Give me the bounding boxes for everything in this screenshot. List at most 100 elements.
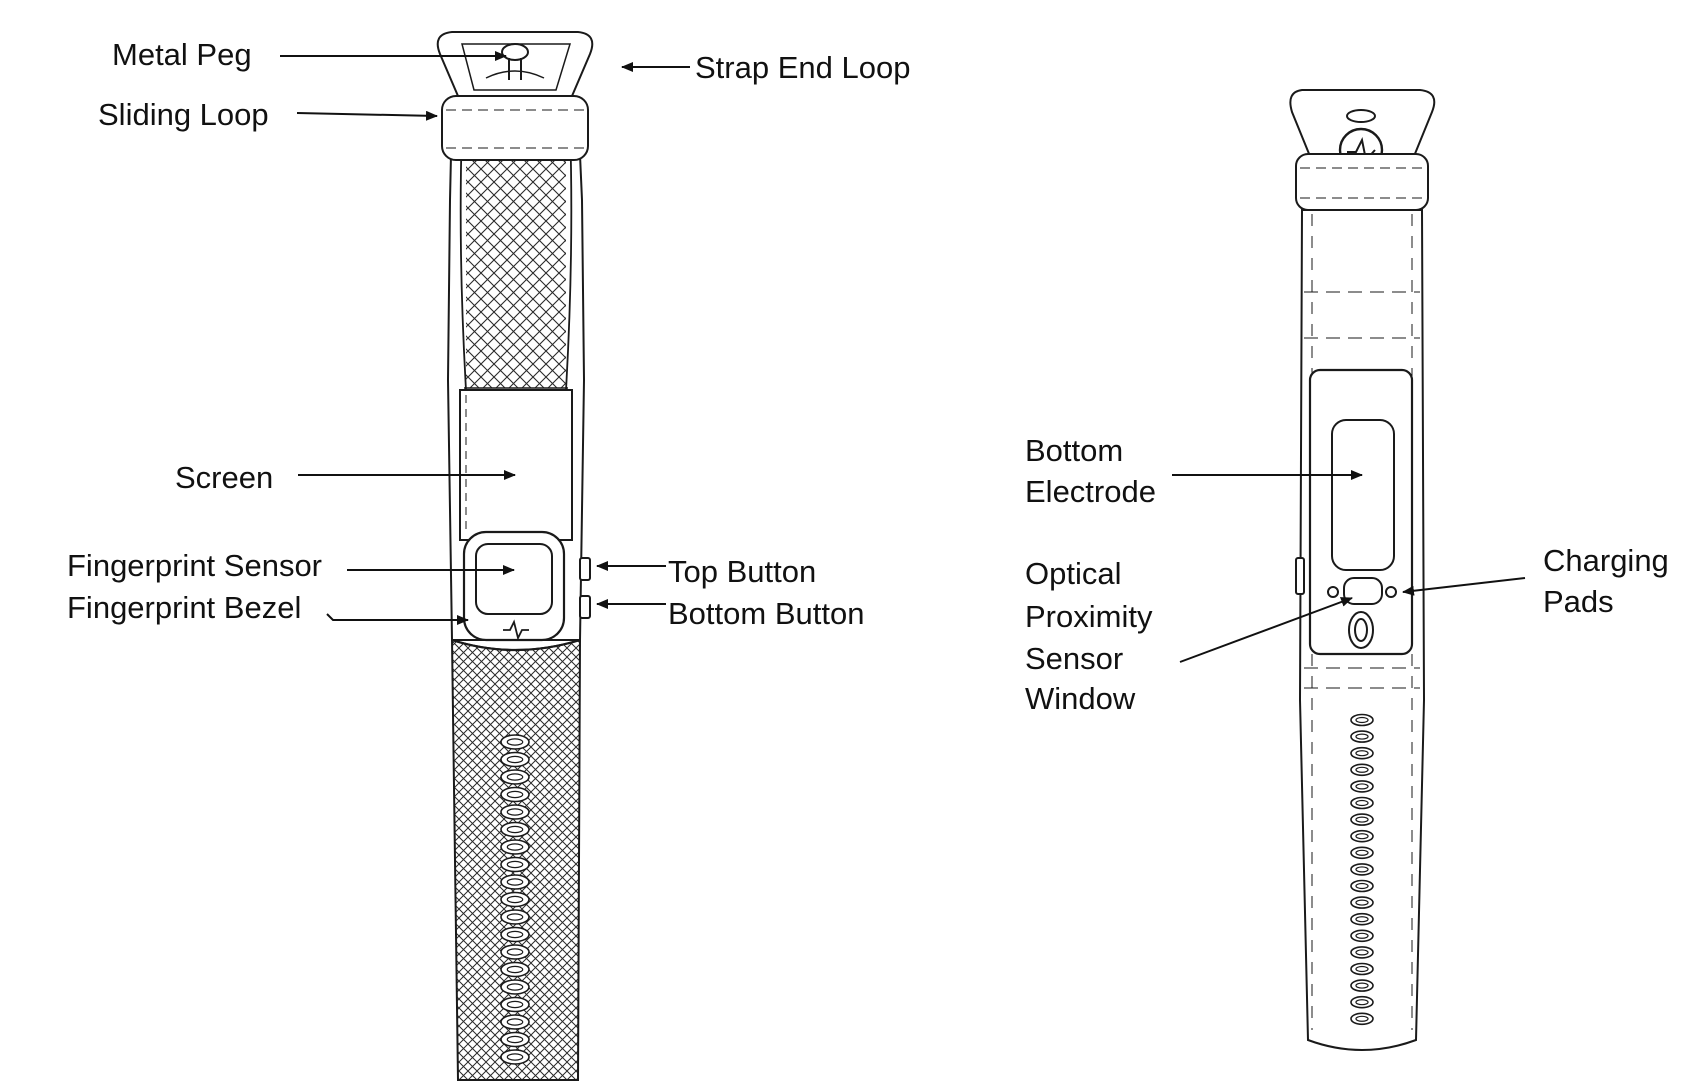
strap-hole-inner xyxy=(506,930,524,939)
strap-hole-inner xyxy=(506,738,524,746)
strap-hole-inner xyxy=(1355,733,1369,740)
leader-lines xyxy=(280,51,1526,663)
strap-hole-inner xyxy=(1355,999,1369,1006)
strap-hole xyxy=(500,874,530,890)
strap-hole-inner xyxy=(1355,949,1369,956)
strap-hole-inner xyxy=(506,790,524,799)
strap-hole-inner xyxy=(1355,965,1369,973)
strap-hole-inner xyxy=(1355,716,1369,724)
strap-hole xyxy=(500,1049,530,1065)
label-bottom-electrode-line-2: Electrode xyxy=(1025,474,1156,509)
strap-hole xyxy=(1350,796,1374,810)
strap-hole-inner xyxy=(506,843,524,851)
strap-hole-inner xyxy=(506,895,524,904)
leader-sliding-loop xyxy=(296,110,438,121)
strap-hole-inner xyxy=(506,948,524,956)
label-sliding-loop: Sliding Loop xyxy=(98,97,269,132)
strap-hole-inner xyxy=(1355,783,1369,790)
strap-hole-inner xyxy=(506,1053,524,1061)
strap-hole-inner xyxy=(1355,932,1369,939)
strap-hole xyxy=(1350,780,1374,793)
label-optical-sensor-line-1: Optical xyxy=(1025,556,1122,591)
strap-hole xyxy=(500,979,530,995)
bottom-electrode-shape xyxy=(1331,419,1395,571)
strap-hole xyxy=(1350,730,1374,743)
fingerprint-sensor-shape xyxy=(475,543,553,615)
strap-hole xyxy=(500,909,530,925)
screen-shape xyxy=(459,389,573,541)
back-view xyxy=(1289,89,1436,1051)
charging-pad-right xyxy=(1385,586,1397,598)
front-strap-holes xyxy=(500,734,530,1065)
strap-hole xyxy=(500,769,530,785)
strap-hole xyxy=(1350,995,1374,1009)
optical-sensor-window-shape xyxy=(1343,577,1383,605)
strap-hole xyxy=(500,1031,530,1048)
strap-hole xyxy=(500,821,530,838)
strap-hole-inner xyxy=(506,755,524,764)
label-bottom-button: Bottom Button xyxy=(668,596,865,631)
strap-hole-inner xyxy=(506,878,524,886)
strap-hole-inner xyxy=(1355,849,1369,856)
strap-hole-inner xyxy=(506,1000,524,1009)
metal-peg-shape xyxy=(501,43,529,61)
strap-hole xyxy=(500,839,530,855)
strap-hole xyxy=(1350,879,1374,893)
strap-hole xyxy=(1350,929,1374,943)
strap-hole xyxy=(1350,1012,1374,1026)
strap-hole xyxy=(500,1014,530,1030)
back-strap-holes xyxy=(1350,713,1374,1026)
strap-hole xyxy=(500,786,530,803)
strap-hole xyxy=(1350,912,1374,926)
sliding-loop-shape xyxy=(441,95,589,161)
strap-hole-inner xyxy=(506,1035,524,1044)
strap-hole-inner xyxy=(506,773,524,781)
charging-pad-left xyxy=(1327,586,1339,598)
top-button-shape xyxy=(579,557,591,581)
label-charging-pads-line-2: Pads xyxy=(1543,584,1614,619)
label-charging-pads-line-1: Charging xyxy=(1543,543,1669,578)
strap-hole-inner xyxy=(1355,833,1369,840)
label-top-button: Top Button xyxy=(668,554,817,589)
strap-hole xyxy=(500,734,530,750)
strap-hole xyxy=(1350,946,1374,959)
strap-hole xyxy=(1350,846,1374,860)
strap-hole-inner xyxy=(506,983,524,991)
strap-hole-inner xyxy=(1355,1015,1369,1022)
strap-hole-inner xyxy=(506,825,524,834)
strap-hole-inner xyxy=(1355,916,1369,923)
strap-hole-inner xyxy=(506,860,524,869)
label-bottom-electrode-line-1: Bottom xyxy=(1025,433,1124,468)
strap-hole-inner xyxy=(506,965,524,974)
label-screen: Screen xyxy=(175,460,274,495)
strap-hole xyxy=(1350,962,1374,976)
strap-hole xyxy=(1350,713,1374,727)
strap-hole xyxy=(500,996,530,1013)
strap-hole xyxy=(500,856,530,873)
strap-hole-inner xyxy=(1355,882,1369,890)
label-fingerprint-sensor: Fingerprint Sensor xyxy=(67,548,323,583)
strap-hole xyxy=(500,961,530,978)
strap-hole-inner xyxy=(1355,799,1369,807)
strap-hole-inner xyxy=(1355,766,1369,773)
strap-hole-inner xyxy=(506,1018,524,1026)
strap-hole xyxy=(1350,746,1374,760)
leader-optical-sensor xyxy=(1179,597,1353,663)
strap-hole-inner xyxy=(1355,750,1369,757)
strap-hole xyxy=(500,804,530,820)
strap-hole xyxy=(1350,829,1374,843)
strap-hole xyxy=(500,891,530,908)
strap-hole xyxy=(1350,763,1374,777)
label-strap-end-loop: Strap End Loop xyxy=(695,50,911,85)
strap-hole-inner xyxy=(1355,866,1369,873)
strap-hole xyxy=(1350,896,1374,909)
strap-hole-inner xyxy=(506,913,524,921)
strap-hole xyxy=(1350,863,1374,876)
label-optical-sensor-line-3: Sensor xyxy=(1025,641,1124,676)
strap-hole-inner xyxy=(506,808,524,816)
label-fingerprint-bezel: Fingerprint Bezel xyxy=(67,590,302,625)
leader-charging-pads xyxy=(1402,577,1526,596)
strap-hole-inner xyxy=(1355,899,1369,906)
